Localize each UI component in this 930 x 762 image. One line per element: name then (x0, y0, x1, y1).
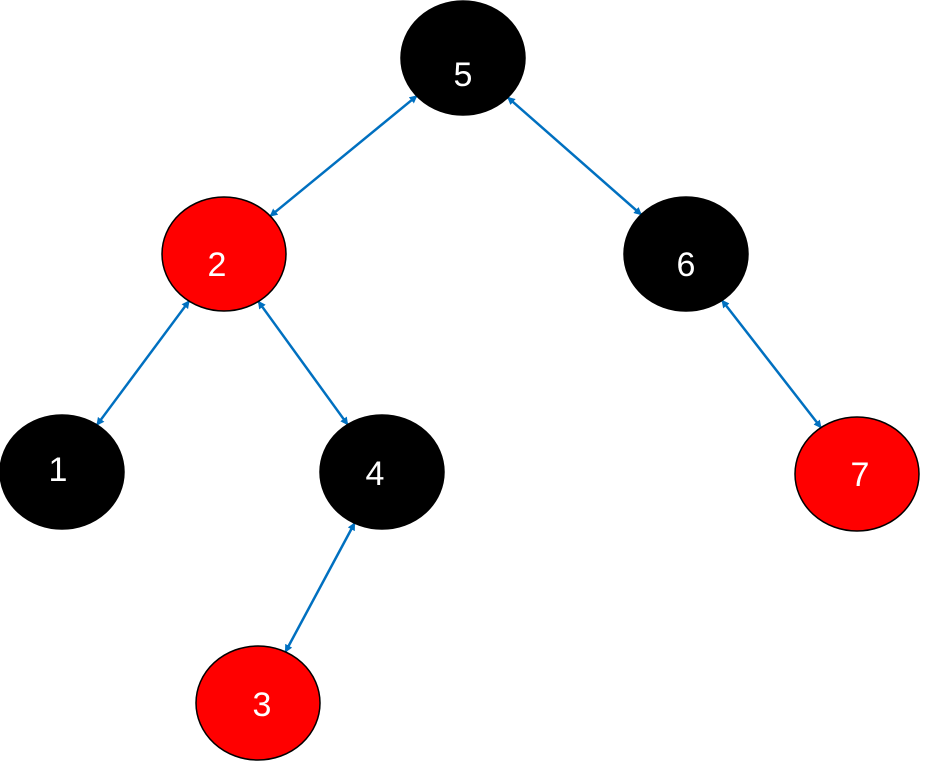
tree-node-7: 7 (794, 416, 920, 532)
tree-node-2: 2 (161, 196, 287, 312)
node-label: 3 (253, 686, 272, 724)
node-circle-red (794, 416, 920, 532)
edges-layer (95, 94, 822, 653)
node-circle-red (195, 645, 321, 761)
tree-node-6: 6 (623, 196, 749, 312)
edge-n5-n6 (506, 96, 643, 216)
node-label: 5 (454, 56, 473, 94)
tree-node-3: 3 (195, 645, 321, 761)
node-circle-black (319, 414, 445, 530)
edge-n4-n3 (284, 522, 356, 653)
node-circle-red (161, 196, 287, 312)
tree-node-4: 4 (319, 414, 445, 530)
node-label: 4 (366, 455, 385, 493)
node-label: 6 (677, 246, 696, 284)
edge-n5-n2 (269, 94, 418, 218)
edge-n6-n7 (721, 299, 822, 429)
node-label: 7 (851, 456, 870, 494)
edge-n2-n4 (257, 300, 349, 426)
node-circle-black (0, 414, 125, 530)
tree-node-5: 5 (400, 0, 526, 116)
node-label: 1 (49, 451, 68, 489)
node-circle-black (623, 196, 749, 312)
node-circle-black (400, 0, 526, 116)
tree-node-1: 1 (0, 414, 125, 530)
node-label: 2 (208, 246, 227, 284)
edge-n2-n1 (95, 300, 191, 426)
